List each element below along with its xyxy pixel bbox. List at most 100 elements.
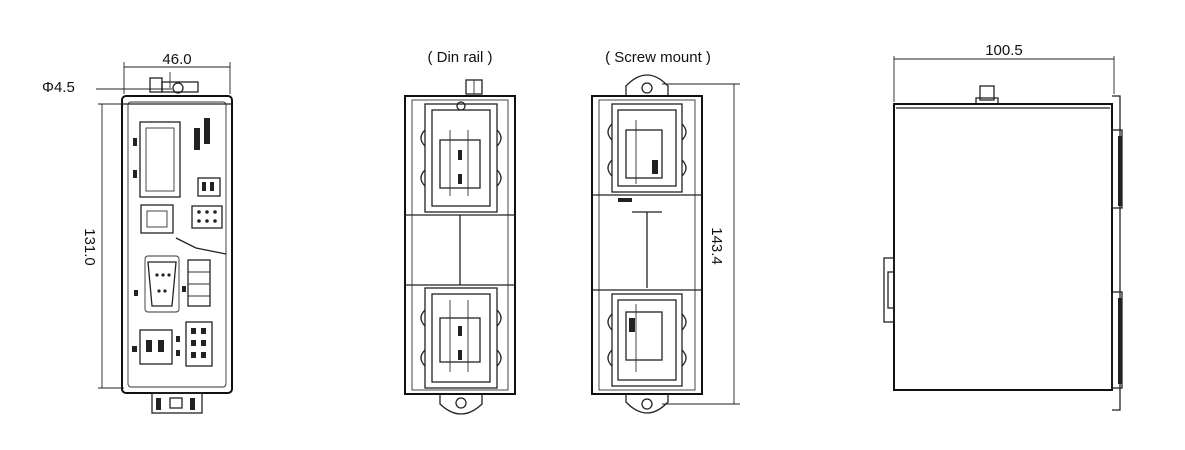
front-io-screw [201,352,206,358]
din-bottom-hole [455,397,467,409]
front-pin [205,219,209,223]
screw-lower-plate-inner [617,299,677,381]
front-led-7 [176,350,180,356]
front-power-screw [158,340,164,352]
front-pin [197,219,201,223]
front-view [121,72,233,414]
front-height-label: 131.0 [81,228,98,266]
din-lower-clip [424,287,498,389]
dimension-side-depth: 100.5 [893,42,1115,102]
din-upper-spring [458,174,462,184]
front-display-window [139,121,181,198]
din-side-bump [496,169,502,187]
front-dip-2 [210,182,214,191]
front-pin-header [191,205,223,229]
front-display-inner [145,127,175,192]
front-label-mark-2 [194,128,200,150]
side-rear-clip-upper-fill [1118,136,1122,206]
front-led-2 [133,170,137,178]
front-io-screw [201,340,206,346]
screw-upper-spring [652,160,658,174]
din-upper-hole [456,101,466,111]
front-pin [213,210,217,214]
front-led-4 [134,290,138,296]
front-bottom-clip-window [169,397,183,409]
front-db9-pin [163,289,167,293]
front-pin [205,210,209,214]
front-top-screw-tab [149,77,163,93]
side-db9-profile [883,257,895,323]
front-bottom-clip [151,392,203,414]
din-bottom-tab [439,394,483,415]
dimension-front-height: 131.0 [81,103,124,389]
side-view [883,85,1123,411]
front-io-terminal [185,321,213,367]
side-housing [893,103,1113,391]
front-ethernet-port [140,204,174,234]
din-side-bump [496,309,502,327]
hole-diameter-label: Φ4.5 [42,79,75,96]
din-upper-clip [424,103,498,213]
screw-upper-plate [611,103,683,193]
front-db9-pin [167,273,171,277]
screw-mount-view: ( Screw mount ) [591,49,711,414]
front-io-screw [201,328,206,334]
front-db9-flange [144,255,180,313]
screw-top-hole [641,82,653,94]
screw-housing-inner [598,99,696,391]
screw-side-bump [681,349,687,367]
din-rail-label: ( Din rail ) [427,49,492,66]
front-db9-connector [147,261,177,307]
din-lower-spring [458,350,462,360]
screw-lower-spring [629,318,635,332]
front-panel-divider [175,237,227,255]
front-bottom-clip-tab [156,398,161,410]
screw-upper-latch [625,129,663,179]
front-pin [197,210,201,214]
dimension-screw-mount-height: 143.4 [662,83,740,405]
din-side-bump [420,309,426,327]
dimension-front-width: 46.0 [123,51,231,94]
side-rear-clip-lower-fill [1118,298,1122,384]
dimension-hole-diameter: Φ4.5 [42,79,172,96]
front-led-3 [182,286,186,292]
screw-side-bump [607,123,613,141]
side-rear-bracket [1112,95,1121,411]
side-depth-label: 100.5 [985,42,1023,59]
din-side-bump [420,129,426,147]
side-db9-profile-inner [887,271,895,309]
front-dip-switch [197,177,221,197]
din-lower-clip-inner [431,293,491,383]
din-side-bump [496,129,502,147]
front-io-screw [191,352,196,358]
front-ethernet-inner [146,210,168,228]
screw-lower-plate [611,293,683,387]
screw-lower-latch [625,311,663,361]
side-top-connector [979,85,995,101]
screw-side-bump [607,349,613,367]
din-side-bump [420,349,426,367]
screw-side-bump [681,313,687,331]
screw-bottom-tab [625,394,669,414]
front-width-label: 46.0 [162,51,191,68]
front-led-1 [133,138,137,146]
front-db9-pin [157,289,161,293]
front-housing-inner [127,101,227,388]
screw-housing [591,95,703,395]
din-lower-latch [439,317,481,363]
din-upper-latch [439,139,481,189]
screw-side-bump [681,159,687,177]
din-housing [404,95,516,395]
front-db9-pin [155,273,159,277]
din-housing-inner [411,99,509,391]
screw-upper-plate-inner [617,109,677,187]
front-led-5 [132,346,137,352]
din-side-bump [420,169,426,187]
front-db9-pin [161,273,165,277]
din-rail-view: ( Din rail ) [404,49,516,415]
screw-side-bump [607,313,613,331]
front-pin [213,219,217,223]
front-io-screw [191,340,196,346]
screw-bottom-hole [641,398,653,410]
